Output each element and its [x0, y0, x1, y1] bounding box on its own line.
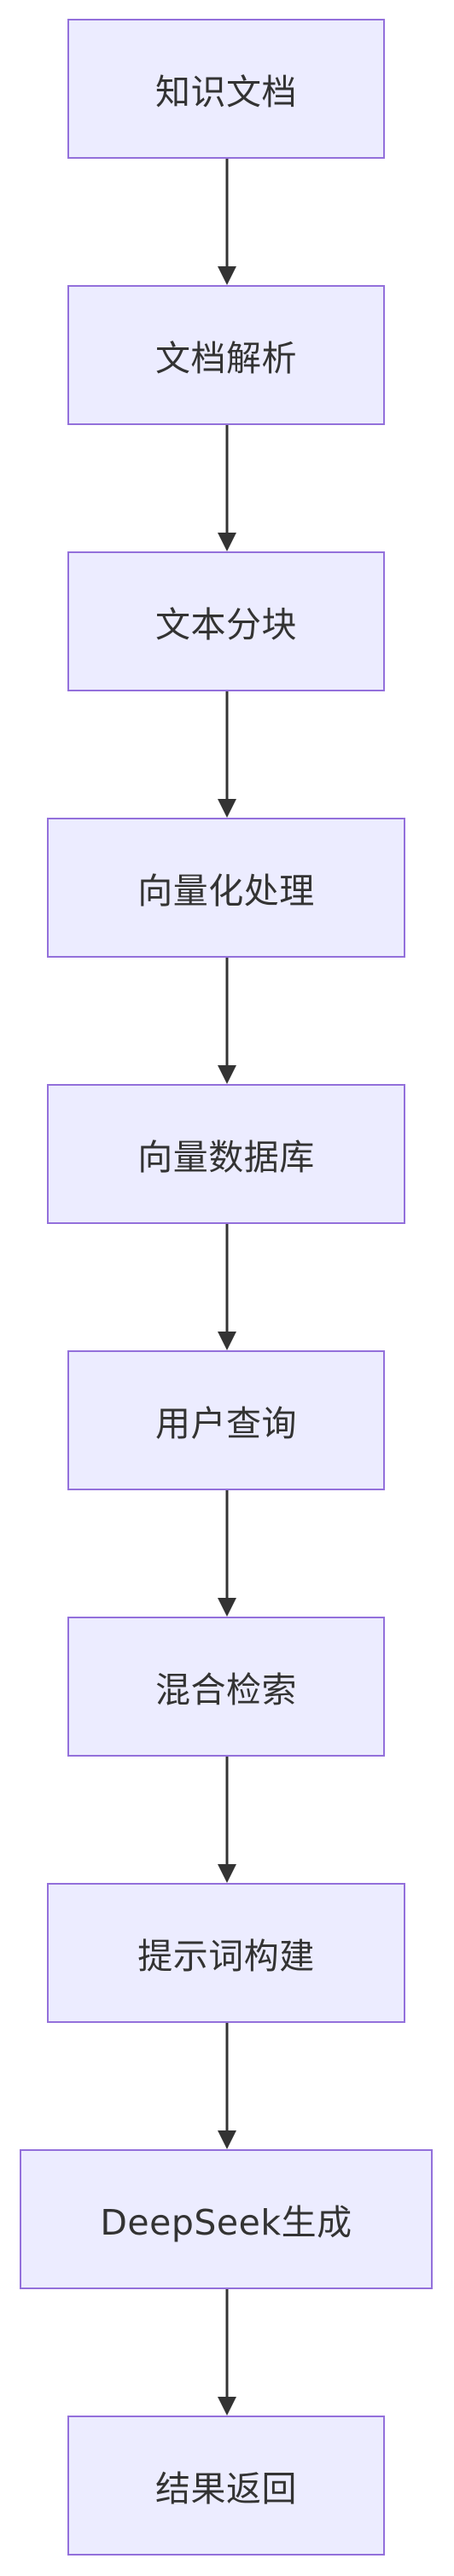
node-knowledge-docs[interactable]: 知识文档: [67, 19, 385, 159]
node-label: 文本分块: [155, 604, 297, 645]
arrowhead-icon: [218, 1598, 236, 1617]
arrowhead-icon: [218, 1332, 236, 1350]
arrowhead-icon: [218, 266, 236, 285]
arrowhead-icon: [218, 1065, 236, 1084]
arrowhead-icon: [218, 2130, 236, 2149]
node-deepseek-generation[interactable]: DeepSeek生成: [20, 2149, 433, 2289]
arrowhead-icon: [218, 2397, 236, 2416]
node-label: 向量化处理: [137, 871, 315, 912]
node-label: 文档解析: [155, 338, 297, 379]
node-label: 知识文档: [155, 72, 297, 113]
node-vector-database[interactable]: 向量数据库: [47, 1084, 405, 1224]
node-text-chunking[interactable]: 文本分块: [67, 551, 385, 691]
arrowhead-icon: [218, 1864, 236, 1883]
node-user-query[interactable]: 用户查询: [67, 1350, 385, 1490]
node-doc-parsing[interactable]: 文档解析: [67, 285, 385, 425]
node-label: 提示词构建: [137, 1936, 315, 1977]
node-prompt-building[interactable]: 提示词构建: [47, 1883, 405, 2023]
node-label: 混合检索: [155, 1670, 297, 1711]
node-label: 结果返回: [155, 2468, 297, 2509]
arrowhead-icon: [218, 799, 236, 818]
node-label: 向量数据库: [137, 1137, 315, 1178]
node-label: 用户查询: [155, 1403, 297, 1444]
node-vectorization[interactable]: 向量化处理: [47, 818, 405, 958]
arrowhead-icon: [218, 533, 236, 551]
node-label: DeepSeek生成: [100, 2202, 352, 2243]
node-hybrid-retrieval[interactable]: 混合检索: [67, 1617, 385, 1757]
node-result-return[interactable]: 结果返回: [67, 2416, 385, 2556]
